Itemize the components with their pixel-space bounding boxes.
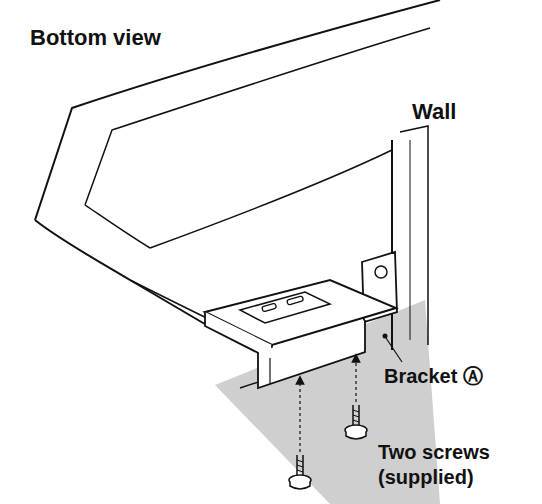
wall-label: Wall bbox=[412, 98, 456, 126]
bracket-hole bbox=[375, 266, 387, 278]
part-label: Two screws (supplied) bbox=[378, 440, 528, 490]
wall-edge bbox=[391, 140, 393, 350]
tv-screen-edge bbox=[85, 28, 430, 205]
leader-dot bbox=[383, 334, 388, 339]
bracket-slot bbox=[262, 303, 277, 312]
wall-frame bbox=[400, 126, 428, 345]
insertion-arrow bbox=[299, 380, 300, 452]
part-label: Bracket Ⓐ bbox=[384, 364, 483, 389]
screw bbox=[345, 405, 367, 439]
bracket-slot bbox=[287, 296, 304, 305]
tv-base-line bbox=[130, 280, 215, 322]
wall-frame-inner bbox=[410, 140, 411, 340]
tv-lower-edge bbox=[35, 220, 215, 330]
screw bbox=[289, 455, 311, 489]
view-label: Bottom view bbox=[30, 24, 161, 52]
bracket-recess bbox=[240, 292, 330, 323]
bracket-fold bbox=[269, 358, 270, 384]
tv-bottom-face bbox=[150, 150, 392, 248]
tv-inner-edge bbox=[85, 205, 150, 248]
insertion-arrow bbox=[355, 358, 356, 402]
leader-line bbox=[386, 338, 402, 362]
bracket-flange bbox=[258, 320, 365, 388]
